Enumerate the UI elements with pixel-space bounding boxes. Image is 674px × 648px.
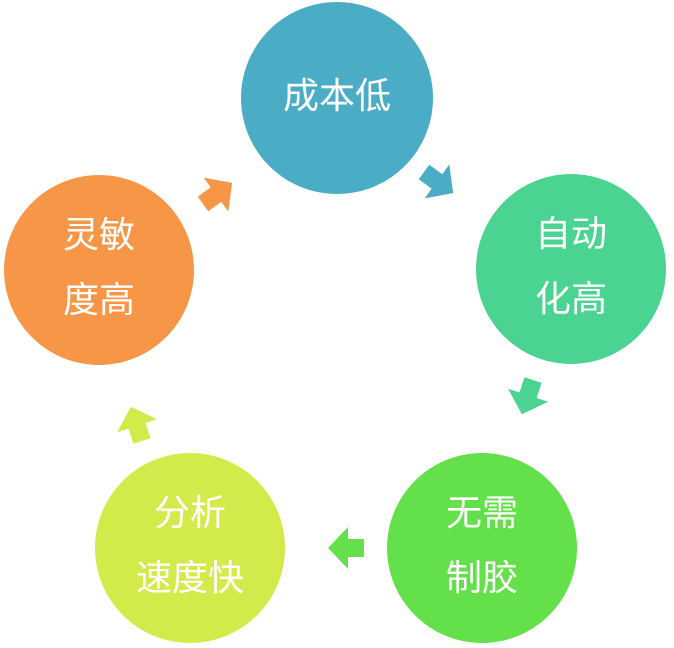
node-label-line-2: 度高 — [63, 280, 135, 321]
node-label-line-1: 分析 — [154, 493, 226, 534]
node-label-line-2: 化高 — [535, 279, 607, 320]
node-automation: 自动 化高 — [476, 174, 666, 364]
arrow-no-tape-to-analysis — [328, 527, 364, 569]
node-label-line-2: 制胶 — [446, 558, 518, 599]
arrow-automation-to-no-tape — [508, 377, 549, 415]
arrow-shape — [117, 406, 158, 444]
arrow-analysis-to-flexibility — [117, 406, 158, 444]
node-label-line-1: 自动 — [535, 214, 607, 255]
node-analysis: 分析 速度快 — [95, 453, 285, 643]
node-label-line-1: 灵敏 — [63, 215, 135, 256]
arrow-shape — [328, 527, 364, 569]
node-circle — [387, 453, 577, 643]
arrow-shape — [197, 177, 233, 212]
node-cost: 成本低 — [241, 2, 433, 194]
arrow-flexibility-to-cost — [197, 177, 233, 212]
node-label-line-2: 速度快 — [136, 558, 244, 599]
node-flexibility: 灵敏 度高 — [4, 175, 194, 365]
node-circle — [476, 174, 666, 364]
node-circle — [4, 175, 194, 365]
node-circle — [95, 453, 285, 643]
node-label: 成本低 — [283, 76, 391, 117]
node-label-line-1: 无需 — [446, 493, 518, 534]
arrow-cost-to-automation — [418, 164, 454, 199]
arrow-shape — [508, 377, 549, 415]
node-circle — [241, 2, 433, 194]
node-no-tape: 无需 制胶 — [387, 453, 577, 643]
arrow-shape — [418, 164, 454, 199]
